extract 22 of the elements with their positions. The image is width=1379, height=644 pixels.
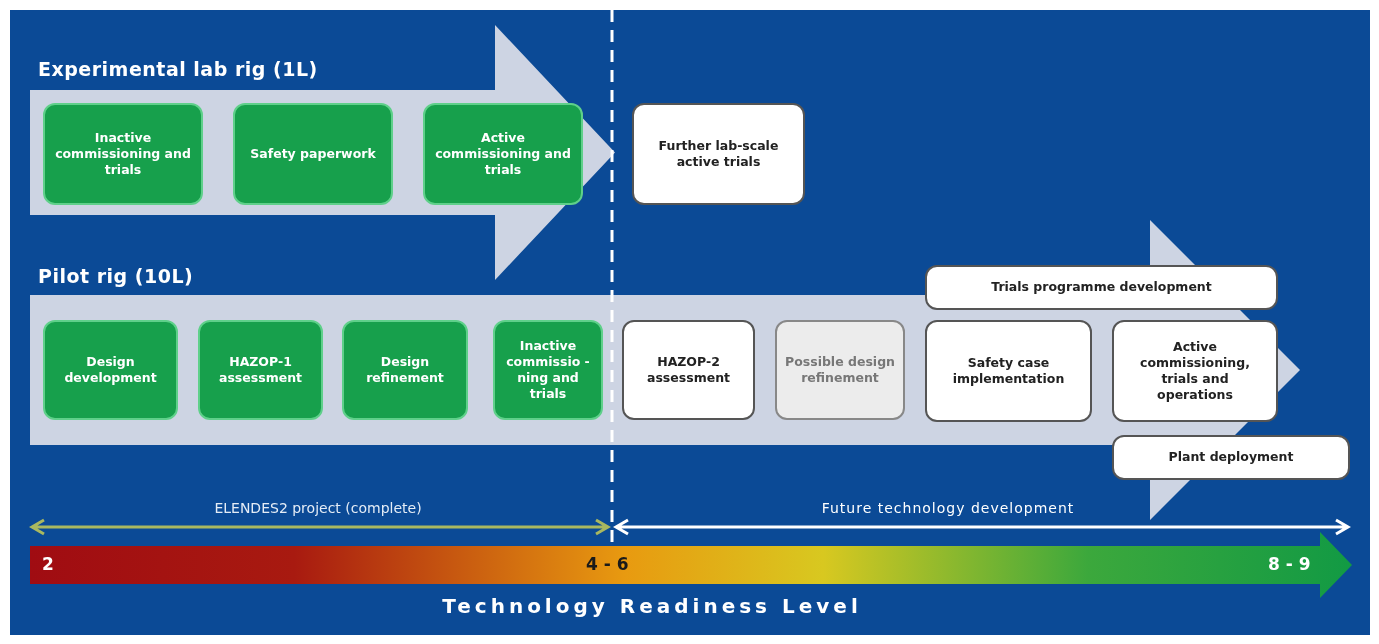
- process-box: Design refinement: [342, 320, 468, 420]
- span-label: ELENDES2 project (complete): [214, 500, 422, 516]
- process-box: Safety paperwork: [233, 103, 393, 205]
- span-label: Future technology development: [821, 500, 1075, 516]
- process-box: Design development: [43, 320, 178, 420]
- process-box: Trials programme development: [925, 265, 1278, 310]
- band-heading: Pilot rig (10L): [38, 265, 194, 287]
- process-box: Possible design refinement: [775, 320, 905, 420]
- process-box: Plant deployment: [1112, 435, 1350, 480]
- process-box: Inactive commissio -ning and trials: [493, 320, 603, 420]
- scale-value: 8 - 9: [1268, 554, 1311, 574]
- band-heading: Experimental lab rig (1L): [38, 58, 318, 80]
- process-box: Further lab-scale active trials: [632, 103, 805, 205]
- scale-value: 4 - 6: [586, 554, 629, 574]
- process-box: Active commissioning, trials and operations: [1112, 320, 1278, 422]
- scale-title: Technology Readiness Level: [442, 594, 862, 618]
- process-box: Inactive commissioning and trials: [43, 103, 203, 205]
- process-box: Active commissioning and trials: [423, 103, 583, 205]
- scale-value: 2: [42, 554, 54, 574]
- process-box: HAZOP-2 assessment: [622, 320, 755, 420]
- process-box: HAZOP-1 assessment: [198, 320, 323, 420]
- process-box: Safety case implementation: [925, 320, 1092, 422]
